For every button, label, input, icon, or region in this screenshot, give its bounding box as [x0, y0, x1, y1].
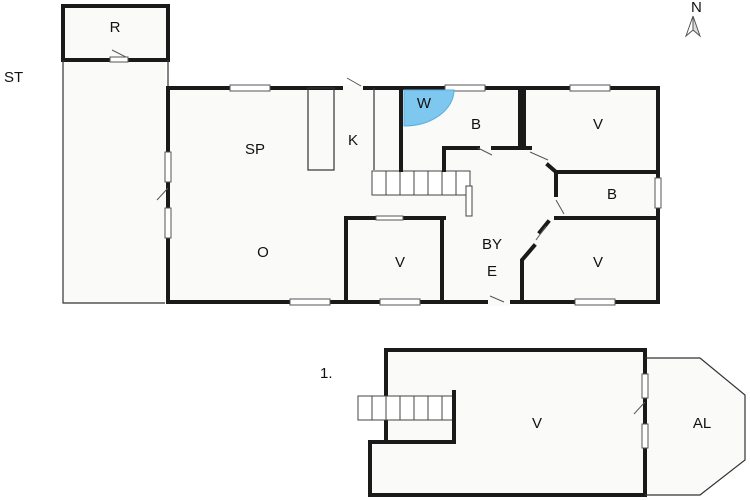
entrance-gap [343, 84, 363, 92]
room-mid-label: V [395, 254, 405, 271]
window [379, 298, 421, 306]
staircase [371, 170, 473, 217]
room-se-label: V [593, 254, 603, 271]
window [574, 298, 616, 306]
window [289, 298, 331, 306]
kitchen-label: K [348, 132, 358, 149]
alcove-outline [645, 357, 746, 496]
room-ne-door [529, 151, 549, 161]
hall-by-label: BY [482, 236, 502, 253]
room-se-door [535, 225, 547, 241]
window [444, 84, 486, 92]
room-mid-west-wall [344, 216, 378, 304]
window [641, 423, 649, 449]
upper-room-label: V [532, 415, 542, 432]
room-ne-west-wall [522, 86, 532, 150]
side-area-outline [62, 60, 165, 304]
room-ne-label: V [593, 116, 603, 133]
bath-mid-door [555, 199, 565, 215]
wardrobe-swing [403, 89, 455, 127]
hall-exit-gap [488, 298, 510, 306]
bath-south-wall-left [442, 146, 480, 172]
stair-opening-wall [384, 390, 456, 444]
hall-e-label: E [487, 263, 497, 280]
wardrobe-label: W [417, 95, 432, 112]
sleep-room-label: SP [245, 141, 265, 158]
alcove-label: AL [693, 415, 711, 432]
window [229, 84, 271, 92]
side-area-floor [63, 60, 165, 303]
room-mid-door-gap [375, 215, 404, 221]
alcove-floor [645, 358, 745, 495]
floor-number-label: 1. [320, 365, 333, 382]
hall-exit-door [489, 295, 505, 303]
window [569, 84, 611, 92]
room-se-west-wall [520, 243, 537, 304]
entrance-door [346, 77, 362, 87]
north-label: N [691, 0, 702, 16]
upper-floor [370, 350, 645, 495]
north-arrow-icon [684, 15, 702, 38]
bath-top-label: B [471, 116, 481, 133]
storage-label: R [110, 19, 121, 36]
window [164, 151, 172, 183]
window [164, 207, 172, 239]
side-door [156, 187, 169, 201]
window [654, 177, 662, 209]
storage-door-gap [109, 56, 129, 63]
room-se-corner [537, 219, 551, 235]
kitchen-counter [307, 87, 335, 171]
window [641, 373, 649, 399]
bath-door [477, 147, 493, 156]
bath-mid-label: B [607, 186, 617, 203]
living-room-label: O [257, 244, 269, 261]
alcove-door [633, 401, 646, 415]
side-area-label: ST [4, 69, 23, 86]
upper-staircase [357, 395, 455, 421]
storage-floor [63, 6, 168, 60]
